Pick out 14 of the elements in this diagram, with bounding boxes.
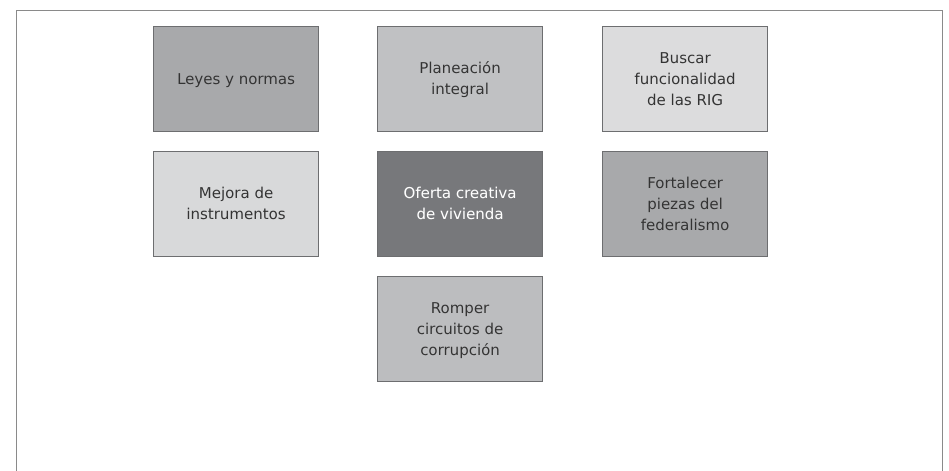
box-label: Mejora de instrumentos bbox=[185, 183, 287, 225]
topic-box bbox=[153, 26, 319, 132]
topic-box bbox=[377, 276, 543, 382]
topic-box bbox=[377, 151, 543, 257]
box-label: Oferta creativa de vivienda bbox=[402, 183, 518, 225]
box-label: Planeación integral bbox=[418, 58, 502, 100]
box-label: Leyes y normas bbox=[176, 68, 296, 90]
topic-box bbox=[602, 26, 768, 132]
box-label: Buscar funcionalidad de las RIG bbox=[633, 48, 737, 110]
box-label: Fortalecer piezas del federalismo bbox=[640, 172, 730, 236]
topic-box bbox=[153, 151, 319, 257]
topic-box bbox=[377, 26, 543, 132]
box-label: Romper circuitos de corrupción bbox=[416, 298, 504, 360]
topic-box bbox=[602, 151, 768, 257]
